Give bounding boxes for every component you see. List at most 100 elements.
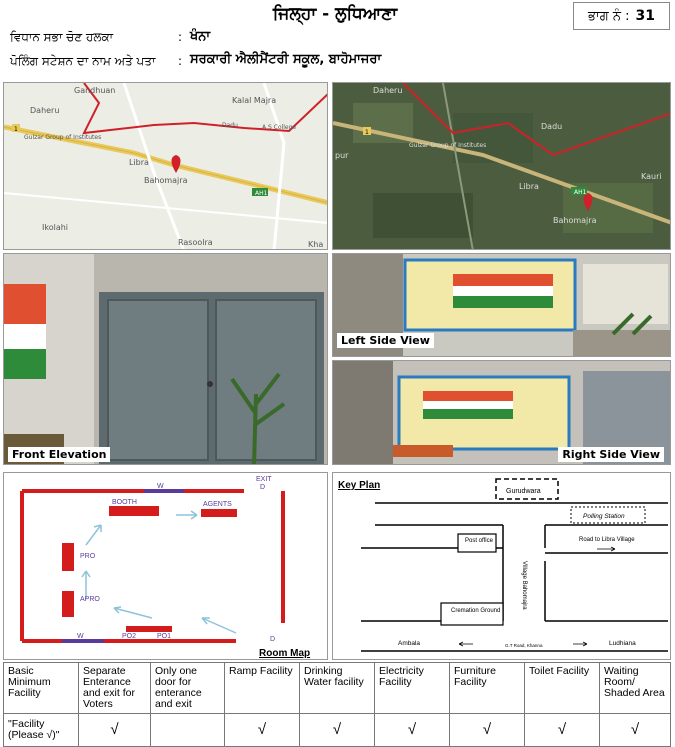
constituency-label: ਵਿਧਾਨ ਸਭਾ ਚੋਣ ਹਲਕਾ bbox=[10, 30, 114, 44]
road-map-svg: Gandhuan Daheru Kalal Majra Gulzar Group… bbox=[4, 83, 327, 249]
po-desk bbox=[126, 626, 172, 632]
village-road-label: Village Bahomajra bbox=[521, 561, 527, 610]
facility-value-electricity: √ bbox=[374, 713, 450, 747]
sat-label-gulzar: Gulzar Group of Institutes bbox=[409, 142, 486, 149]
sat-label-route-1: 1 bbox=[365, 129, 369, 136]
gurudwara-label: Gurudwara bbox=[506, 488, 541, 495]
facility-value-toilet: √ bbox=[524, 713, 600, 747]
apro-desk bbox=[62, 591, 74, 617]
map-label-daheru: Daheru bbox=[30, 106, 59, 115]
map-label-kalal-majra: Kalal Majra bbox=[232, 96, 276, 105]
room-map: BOOTH AGENTS EXIT D PRO APRO W W PO2 PO1… bbox=[3, 472, 328, 660]
satellite-map: Daheru Gulzar Group of Institutes Libra … bbox=[332, 82, 671, 250]
front-elevation-photo: Front Elevation bbox=[3, 253, 328, 465]
facility-value-ramp: √ bbox=[224, 713, 300, 747]
po2-label: PO2 bbox=[122, 633, 136, 640]
key-plan: Key Plan Gurudwara Polling Station Post … bbox=[332, 472, 671, 660]
facility-header-furniture: Furniture Facility bbox=[449, 661, 525, 715]
sat-label-dadu: Dadu bbox=[541, 122, 562, 131]
exit-label: EXIT bbox=[256, 476, 272, 483]
map-label-bahomajra: Bahomajra bbox=[144, 176, 188, 185]
facility-header-basic: Basic Minimum Facility bbox=[3, 661, 79, 715]
map-label-ikolahi: Ikolahi bbox=[42, 223, 68, 232]
cremation-label: Cremation Ground bbox=[451, 608, 500, 614]
door-label: D bbox=[270, 636, 275, 643]
pro-label: PRO bbox=[80, 553, 96, 560]
facilities-value-row: "Facility (Please √)" √ √ √ √ √ √ √ bbox=[3, 713, 671, 747]
map-label-ah1: AH1 bbox=[255, 190, 268, 197]
constituency-value: ਖੰਨਾ bbox=[190, 29, 211, 44]
facility-value-waiting-room: √ bbox=[599, 713, 671, 747]
apro-label: APRO bbox=[80, 596, 100, 603]
agents-desk bbox=[201, 509, 237, 517]
pro-desk bbox=[62, 543, 74, 571]
facility-value-drinking-water: √ bbox=[299, 713, 375, 747]
left-side-caption: Left Side View bbox=[337, 333, 434, 348]
facility-header-electricity: Electricity Facility bbox=[374, 661, 450, 715]
road-map: Gandhuan Daheru Kalal Majra Gulzar Group… bbox=[3, 82, 328, 250]
facility-value-one-door bbox=[150, 713, 225, 747]
district-title: ਜਿਲ੍ਹਾ - ਲੁਧਿਆਣਾ bbox=[272, 4, 398, 24]
key-plan-svg: Key Plan Gurudwara Polling Station Post … bbox=[338, 478, 668, 652]
map-label-as-college: A S College bbox=[262, 124, 296, 131]
sat-label-libra: Libra bbox=[519, 182, 539, 191]
map-label-rasoolra: Rasoolra bbox=[178, 238, 213, 247]
part-number-value: 31 bbox=[635, 8, 655, 24]
window-bottom-label: W bbox=[77, 633, 84, 640]
gurudwara-box bbox=[495, 478, 559, 500]
map-label-gulzar: Gulzar Group of Institutes bbox=[24, 134, 101, 141]
facility-value-separate-entrance: √ bbox=[78, 713, 151, 747]
key-plan-title: Key Plan bbox=[338, 480, 380, 491]
cremation-box bbox=[440, 602, 504, 626]
sat-label-daheru: Daheru bbox=[373, 86, 402, 95]
room-map-title: Room Map bbox=[259, 648, 310, 659]
exit-door-label: D bbox=[260, 484, 265, 491]
polling-station-box bbox=[570, 506, 646, 524]
map-label-libra: Libra bbox=[129, 158, 149, 167]
map-label-gandhuan: Gandhuan bbox=[74, 86, 115, 95]
facility-header-drinking-water: Drinking Water facility bbox=[299, 661, 375, 715]
sat-label-bahomajra: Bahomajra bbox=[553, 216, 597, 225]
sat-label-pur: pur bbox=[335, 151, 349, 160]
room-map-svg: BOOTH AGENTS EXIT D PRO APRO W W PO2 PO1… bbox=[20, 476, 310, 659]
facility-header-one-door: Only one door for enterance and exit bbox=[150, 661, 225, 715]
facility-header-ramp: Ramp Facility bbox=[224, 661, 300, 715]
map-label-dadu: Dadu bbox=[222, 122, 238, 129]
facility-value-furniture: √ bbox=[449, 713, 525, 747]
station-value: ਸਰਕਾਰੀ ਐਲੀਮੈਂਟਰੀ ਸਕੂਲ, ਬਾਹੋਮਾਜਰਾ bbox=[190, 52, 382, 67]
satellite-map-svg: Daheru Gulzar Group of Institutes Libra … bbox=[333, 83, 670, 249]
window-top-label: W bbox=[157, 483, 164, 490]
road-libra-label: Road to Libra Village bbox=[579, 537, 635, 543]
ludhiana-label: Ludhiana bbox=[609, 640, 636, 647]
part-number-box: ਭਾਗ ਨੰ : 31 bbox=[573, 2, 670, 30]
left-side-photo: Left Side View bbox=[332, 253, 671, 357]
front-door-svg bbox=[4, 254, 327, 464]
sat-label-kauri: Kauri bbox=[641, 172, 662, 181]
right-side-photo: Right Side View bbox=[332, 360, 671, 465]
post-office-box bbox=[457, 533, 497, 553]
ambala-label: Ambala bbox=[398, 640, 420, 647]
facilities-header-row: Basic Minimum Facility Separate Enteranc… bbox=[3, 661, 671, 715]
facility-row-label: "Facility (Please √)" bbox=[3, 713, 79, 747]
map-label-kha: Kha bbox=[308, 240, 323, 249]
map-label-route-1: 1 bbox=[14, 126, 18, 133]
front-elevation-caption: Front Elevation bbox=[8, 447, 111, 462]
facility-header-waiting-room: Waiting Room/ Shaded Area bbox=[599, 661, 671, 715]
booth-label: BOOTH bbox=[112, 499, 137, 506]
right-side-svg bbox=[333, 361, 670, 464]
booth-desk bbox=[109, 506, 159, 516]
facility-header-separate-entrance: Separate Enterance and exit for Voters bbox=[78, 661, 151, 715]
facility-header-toilet: Toilet Facility bbox=[524, 661, 600, 715]
station-colon: : bbox=[178, 54, 183, 68]
station-label: ਪੋਲਿੰਗ ਸਟੇਸ਼ਨ ਦਾ ਨਾਮ ਅਤੇ ਪਤਾ bbox=[10, 54, 156, 68]
part-number-label: ਭਾਗ ਨੰ : bbox=[588, 8, 630, 24]
right-side-caption: Right Side View bbox=[558, 447, 664, 462]
agents-label: AGENTS bbox=[203, 501, 232, 508]
polling-station-label: Polling Station bbox=[583, 513, 625, 520]
po1-label: PO1 bbox=[157, 633, 171, 640]
sat-label-ah1: AH1 bbox=[574, 189, 587, 196]
post-office-label: Post office bbox=[465, 538, 494, 544]
constituency-colon: : bbox=[178, 30, 183, 44]
facilities-table: Basic Minimum Facility Separate Enteranc… bbox=[3, 661, 671, 747]
gt-road-label: G.T Road, Khanna bbox=[505, 643, 543, 648]
